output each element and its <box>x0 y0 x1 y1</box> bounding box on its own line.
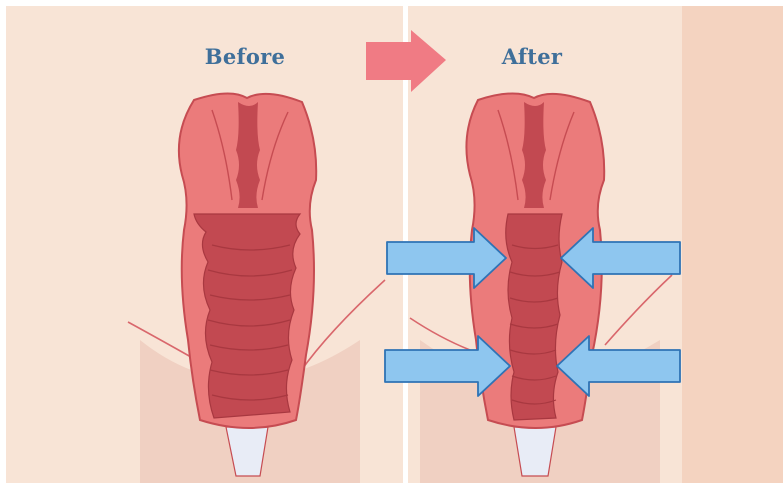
after-upper-canal <box>522 102 546 208</box>
left-border <box>0 0 6 489</box>
right-edge-strip <box>682 0 783 489</box>
before-upper-canal <box>236 102 260 208</box>
top-border <box>0 0 783 6</box>
after-narrow-canal <box>506 214 562 420</box>
before-label: Before <box>160 42 330 72</box>
before-wide-canal <box>194 214 300 418</box>
after-label: After <box>452 42 612 72</box>
bottom-border <box>0 483 783 489</box>
after-base-tube <box>514 427 556 476</box>
